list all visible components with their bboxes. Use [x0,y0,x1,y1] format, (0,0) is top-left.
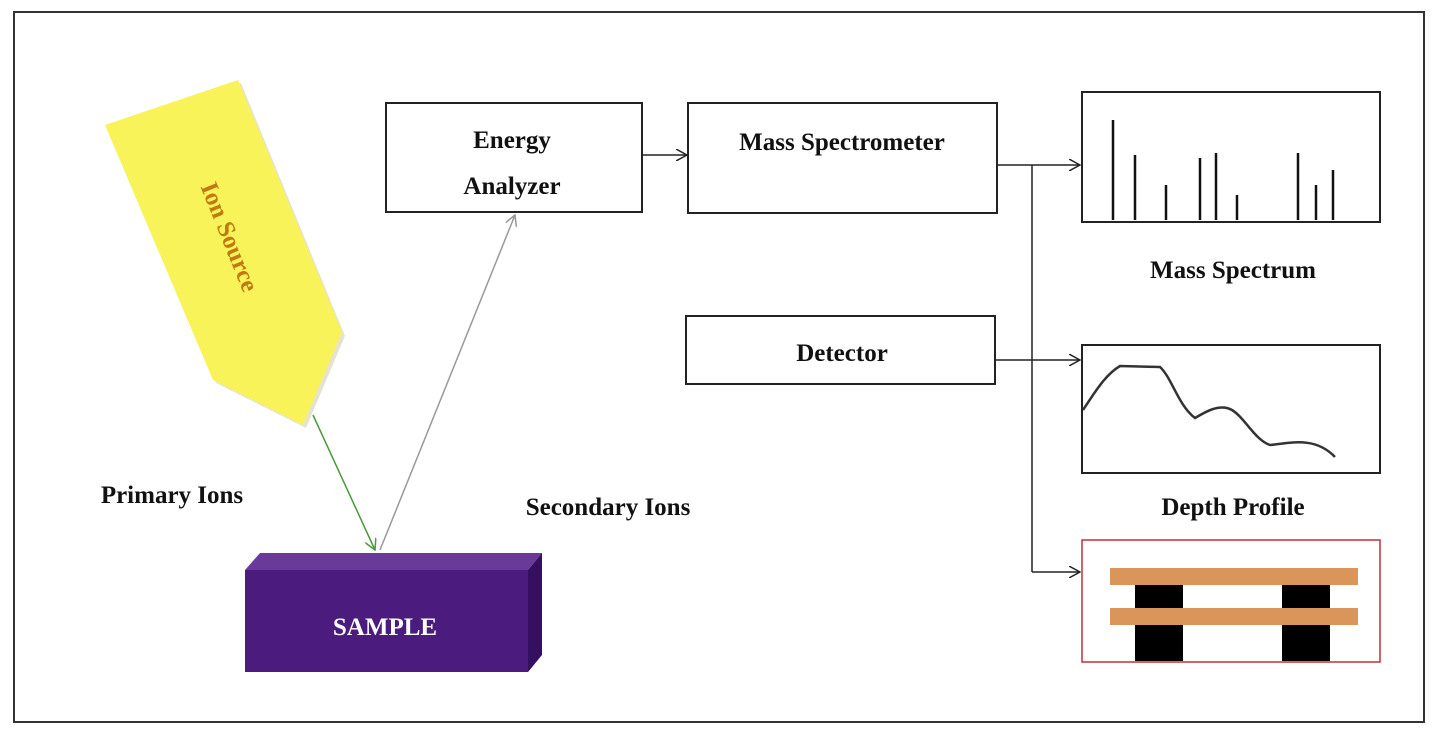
detector-label: Detector [796,340,888,367]
outer-frame [13,11,1425,723]
primary-ion-beam [312,414,375,550]
depth-profile-label: Depth Profile [1161,494,1304,521]
secondary-ion-beam [379,215,515,551]
mass-spectrometer-box: Mass Spectrometer [687,102,998,214]
secondary-ions-label: Secondary Ions [526,494,691,521]
mass-spectrum-label: Mass Spectrum [1150,257,1316,284]
ion-source: Ion Source [105,80,345,428]
detector-box: Detector [685,315,996,385]
depth-profile-curve [1081,364,1336,458]
image-box [1081,539,1381,663]
sample-block: SAMPLE [245,553,542,672]
energy-analyzer-line2: Analyzer [463,173,560,200]
energy-analyzer-line1: Energy [473,127,551,154]
mass-spectrometer-label: Mass Spectrometer [739,129,945,156]
mass-spectrum-box [1081,91,1381,223]
depth-profile-box [1081,344,1381,474]
primary-ions-label: Primary Ions [101,482,244,509]
sample-label: SAMPLE [333,614,437,641]
energy-analyzer-box: Energy Analyzer [385,102,643,213]
